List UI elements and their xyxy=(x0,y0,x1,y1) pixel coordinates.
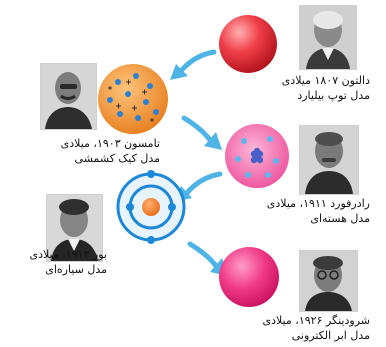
schrodinger-caption: شرودینگر ۱۹۲۶، میلادی مدل ابر الکترونی xyxy=(262,313,370,343)
bohr-name-year: بور ۱۹۱۳، میلادی xyxy=(29,248,107,261)
plum-pudding-model xyxy=(96,62,170,136)
schrodinger-model-name: مدل ابر الکترونی xyxy=(291,329,370,342)
bohr-model-name: مدل سیاره‌ای xyxy=(45,263,107,276)
thomson-portrait xyxy=(40,63,97,130)
nuclear-model xyxy=(224,123,290,189)
thomson-caption: تامسون ۱۹۰۳، میلادی مدل کیک کشمشی xyxy=(61,136,160,166)
billiard-ball-model xyxy=(218,14,278,74)
thomson-model-name: مدل کیک کشمشی xyxy=(74,152,160,165)
dalton-name-year: دالتون ۱۸۰۷ میلادی xyxy=(281,74,370,87)
rutherford-model-name: مدل هسته‌ای xyxy=(310,212,370,225)
rutherford-caption: رادرفورد ۱۹۱۱، میلادی مدل هسته‌ای xyxy=(267,196,370,226)
arrow-thomson-to-rutherford xyxy=(180,114,228,154)
schrodinger-name-year: شرودینگر ۱۹۲۶، میلادی xyxy=(262,314,370,327)
arrow-dalton-to-thomson xyxy=(168,48,218,84)
rutherford-portrait xyxy=(299,125,359,195)
bohr-caption: بور ۱۹۱۳، میلادی مدل سیاره‌ای xyxy=(29,247,107,277)
planetary-model xyxy=(116,170,186,244)
rutherford-name-year: رادرفورد ۱۹۱۱، میلادی xyxy=(266,197,370,210)
schrodinger-portrait xyxy=(299,250,358,312)
bohr-portrait xyxy=(46,194,103,262)
dalton-caption: دالتون ۱۸۰۷ میلادی مدل توپ بیلیارد xyxy=(282,73,370,103)
thomson-name-year: تامسون ۱۹۰۳، میلادی xyxy=(60,137,160,150)
dalton-portrait xyxy=(299,5,357,70)
electron-cloud-model xyxy=(218,246,280,308)
dalton-model-name: مدل توپ بیلیارد xyxy=(297,89,370,102)
